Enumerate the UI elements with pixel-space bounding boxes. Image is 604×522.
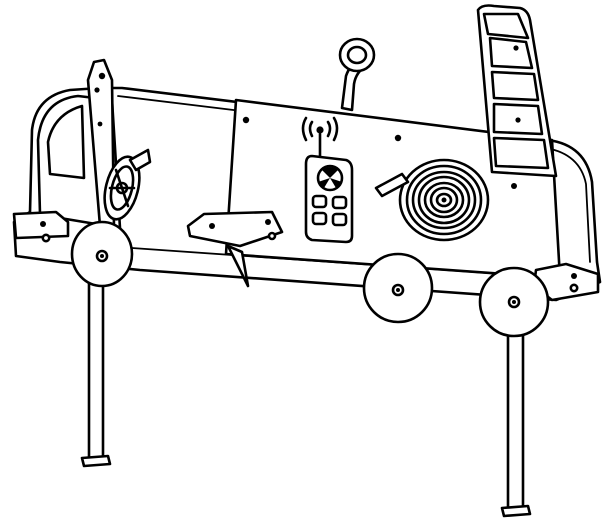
hose-pipe-ring[interactable] (338, 37, 376, 112)
walkie-talkie[interactable] (304, 154, 354, 244)
seat-bracket (186, 210, 284, 288)
right-wheel (478, 266, 550, 338)
right-support-post (500, 316, 532, 518)
steering-wheel[interactable] (99, 148, 152, 223)
middle-wheel (362, 252, 434, 324)
left-support-post (80, 260, 112, 468)
cab (12, 58, 122, 243)
ladder (476, 4, 558, 178)
siren-light (301, 116, 339, 158)
hose-reel[interactable] (374, 158, 490, 242)
left-wheel (70, 220, 134, 288)
